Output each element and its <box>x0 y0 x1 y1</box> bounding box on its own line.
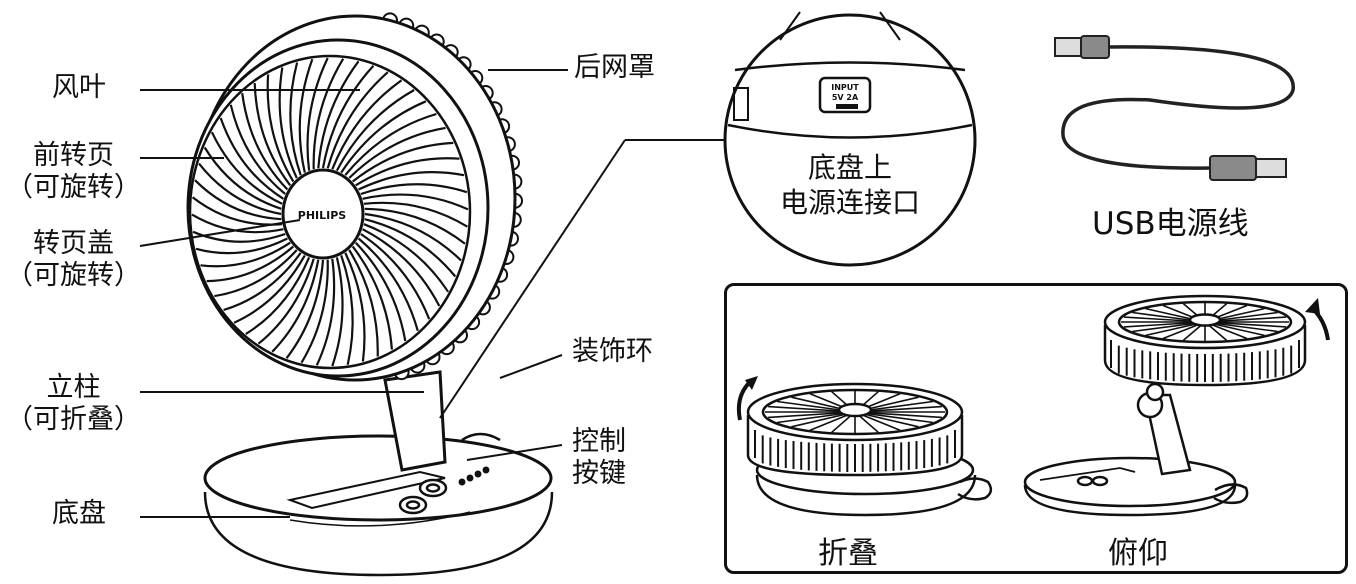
label-pillar: 立柱 （可折叠） <box>6 372 141 437</box>
label-pillar-name: 立柱 <box>6 372 141 404</box>
brand-logo: PHILIPS <box>298 209 347 222</box>
fan-illustration: PHILIPS <box>188 13 552 575</box>
label-cover-cap-name: 转页盖 <box>6 228 141 260</box>
label-cover-cap: 转页盖 （可旋转） <box>6 228 141 293</box>
label-front-cover-note: （可旋转） <box>6 172 141 204</box>
usb-port-icon: INPUT 5V 2A <box>820 78 870 112</box>
usb-cable-icon <box>1055 36 1293 180</box>
label-decor-ring: 装饰环 <box>572 336 653 368</box>
svg-text:5V 2A: 5V 2A <box>832 93 859 102</box>
label-blade: 风叶 <box>52 72 106 104</box>
label-pillar-note: （可折叠） <box>6 404 141 436</box>
zoom-caption-line2: 电源连接口 <box>765 185 935 220</box>
label-control-line1: 控制 <box>572 426 626 458</box>
label-rear-grille: 后网罩 <box>574 52 655 84</box>
zoom-caption: 底盘上 电源连接口 <box>765 150 935 220</box>
zoom-inset: INPUT 5V 2A <box>725 12 975 265</box>
usb-caption: USB电源线 <box>1092 198 1249 243</box>
label-front-cover-name: 前转页 <box>6 140 141 172</box>
label-cover-cap-note: （可旋转） <box>6 260 141 292</box>
tilt-caption: 俯仰 <box>1108 528 1168 572</box>
label-front-cover: 前转页 （可旋转） <box>6 140 141 205</box>
label-control-line2: 按键 <box>572 458 626 490</box>
svg-text:INPUT: INPUT <box>831 83 859 92</box>
label-control-buttons: 控制 按键 <box>572 426 626 491</box>
zoom-caption-line1: 底盘上 <box>765 150 935 185</box>
fold-caption: 折叠 <box>818 528 878 572</box>
label-base: 底盘 <box>52 498 106 530</box>
